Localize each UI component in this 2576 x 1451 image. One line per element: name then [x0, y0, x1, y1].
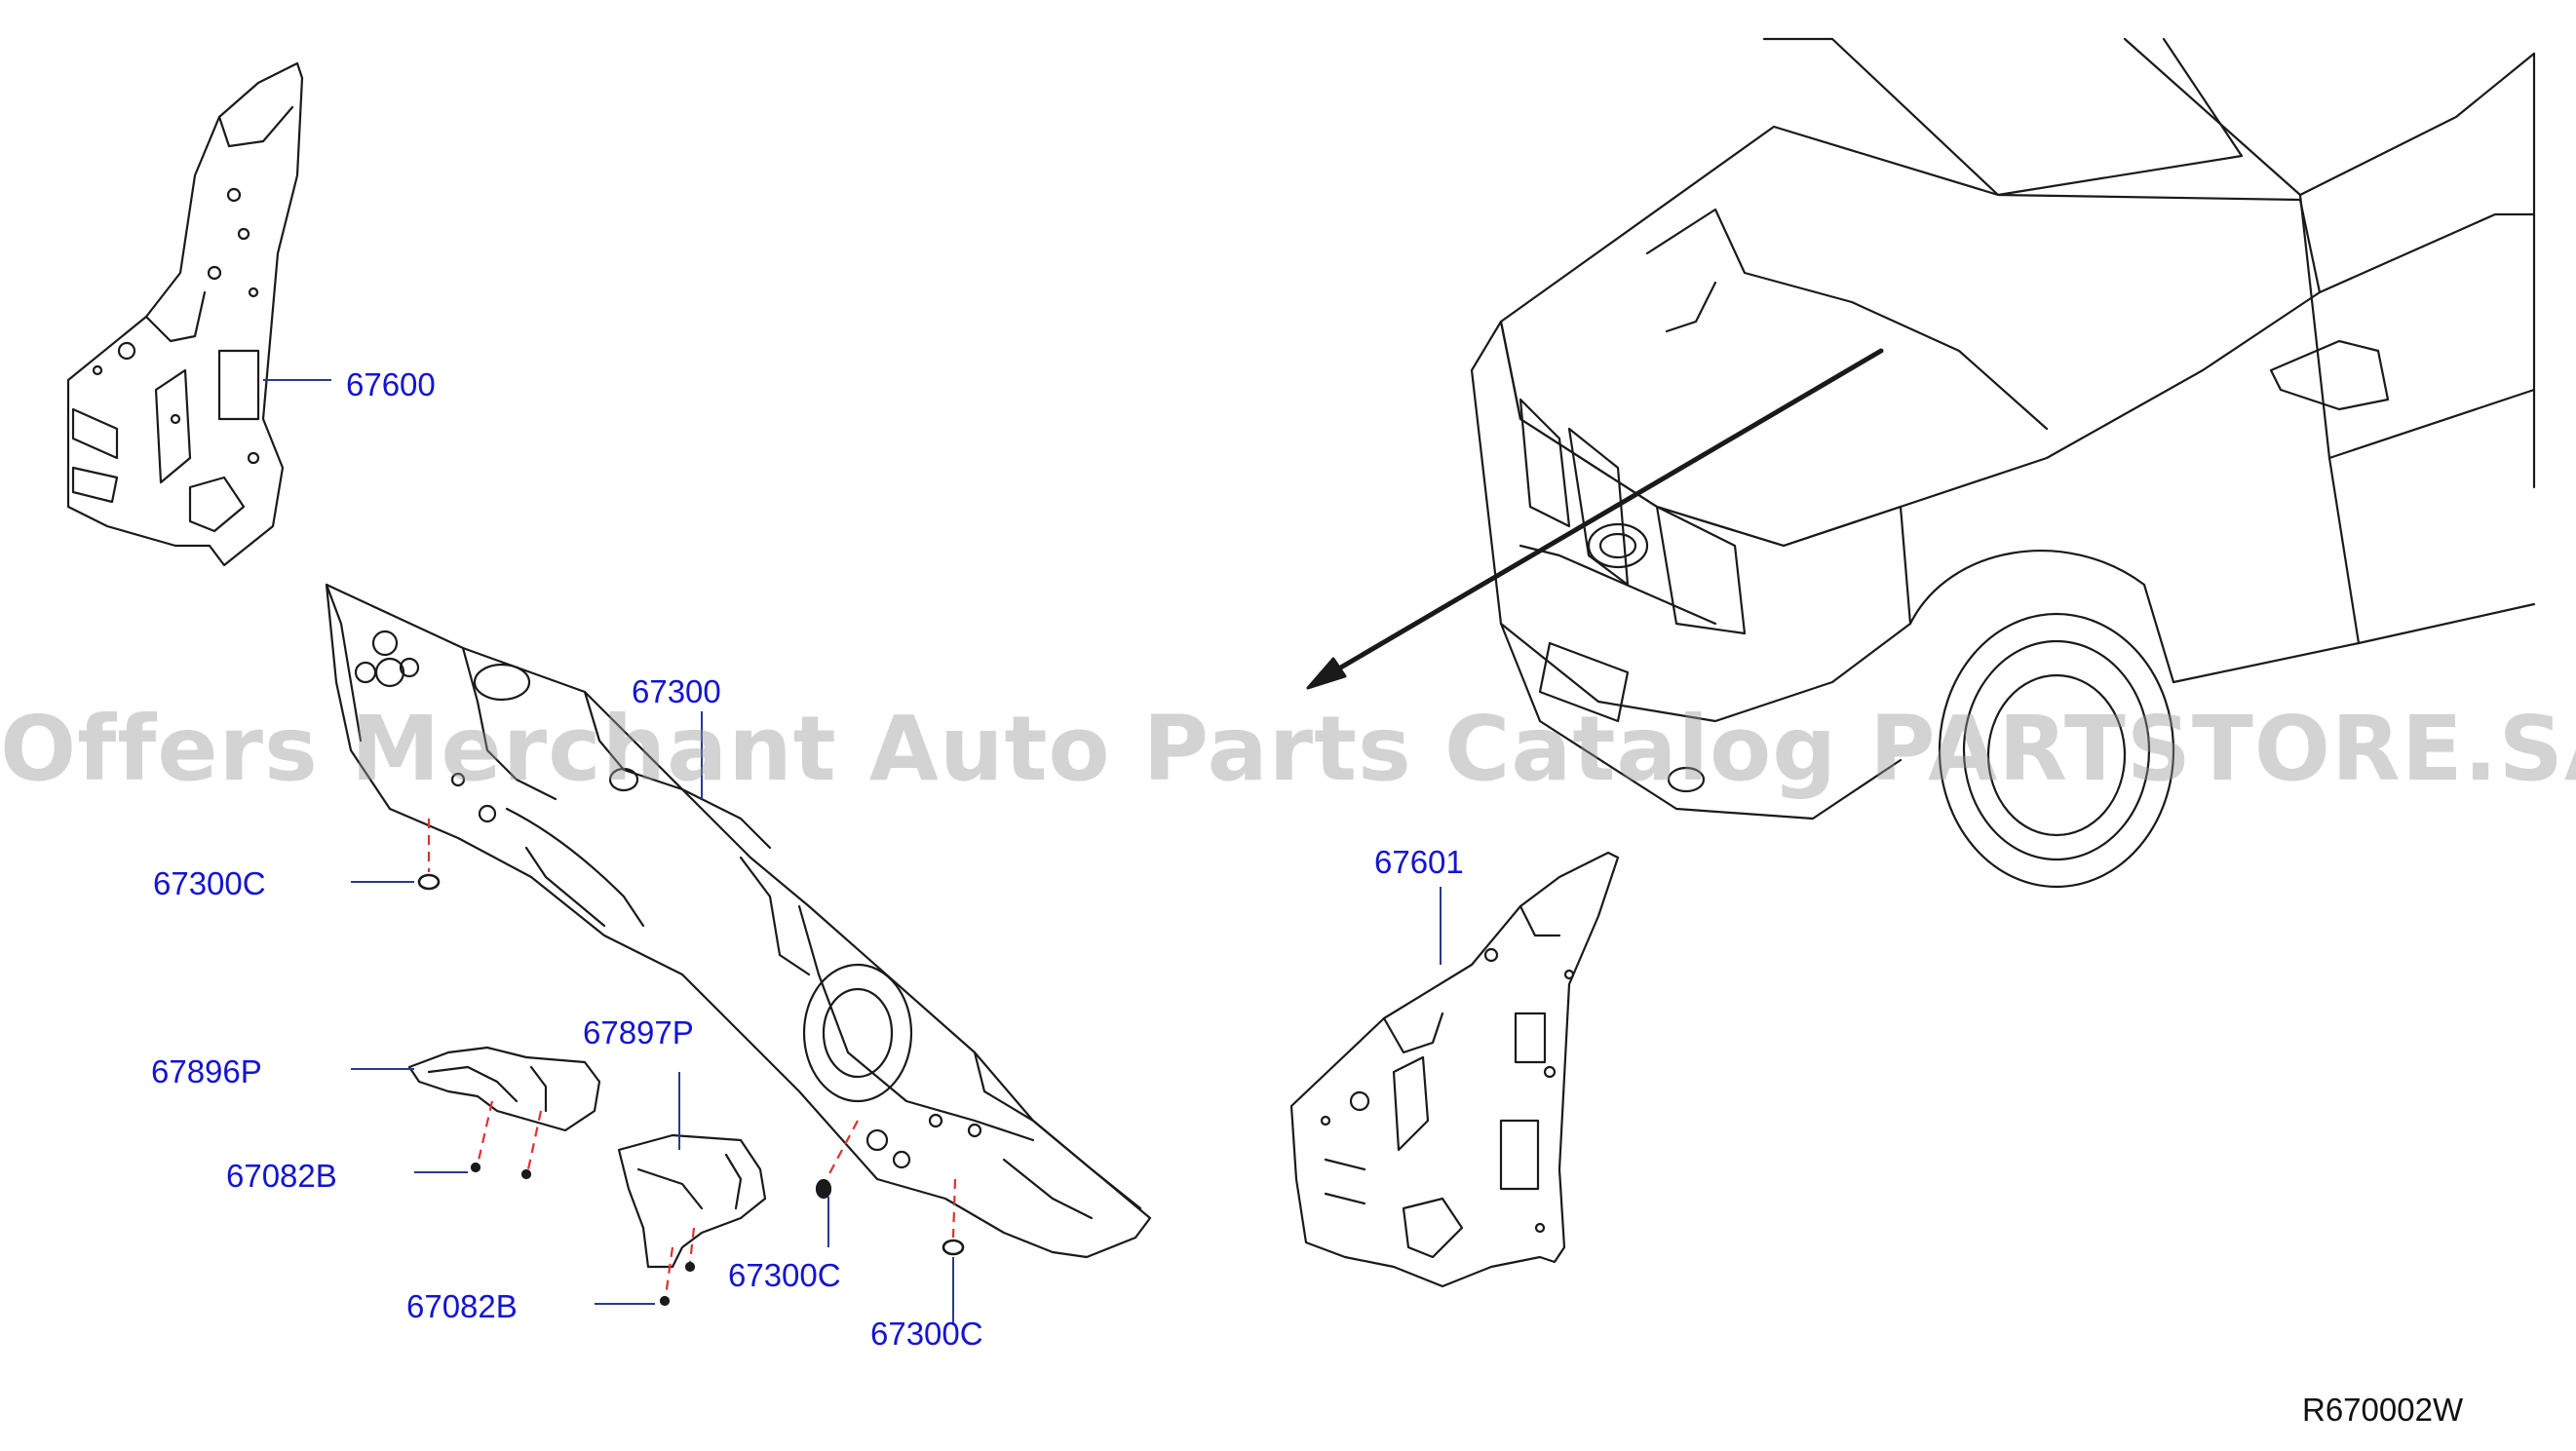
- part-67601-illustration: [1289, 851, 1620, 1288]
- vehicle-illustration: [1470, 37, 2536, 889]
- callout-67082b-lower[interactable]: 67082B: [406, 1288, 518, 1324]
- assembly-guides: [427, 819, 957, 1297]
- callout-67601[interactable]: 67601: [1374, 844, 1464, 880]
- callout-67082b[interactable]: 67082B: [226, 1158, 337, 1194]
- callout-67300c-bottom[interactable]: 67300C: [870, 1316, 983, 1352]
- callout-67896p[interactable]: 67896P: [151, 1053, 262, 1089]
- diagram-id-label: R670002W: [2302, 1392, 2464, 1428]
- part-67897p-illustration: [617, 1133, 767, 1269]
- callout-67300c-lower[interactable]: 67300C: [728, 1257, 841, 1293]
- callout-67897p[interactable]: 67897P: [583, 1014, 694, 1050]
- fasteners: [417, 873, 965, 1307]
- callout-67600[interactable]: 67600: [346, 366, 436, 402]
- part-67300-illustration: [325, 583, 1152, 1259]
- callout-67300c[interactable]: 67300C: [153, 865, 266, 901]
- pointer-arrow: [1313, 348, 1884, 685]
- callout-67300[interactable]: 67300: [632, 673, 721, 709]
- part-67896p-illustration: [407, 1046, 601, 1132]
- leader-lines: [263, 379, 1442, 1325]
- part-67600-illustration: [66, 61, 304, 567]
